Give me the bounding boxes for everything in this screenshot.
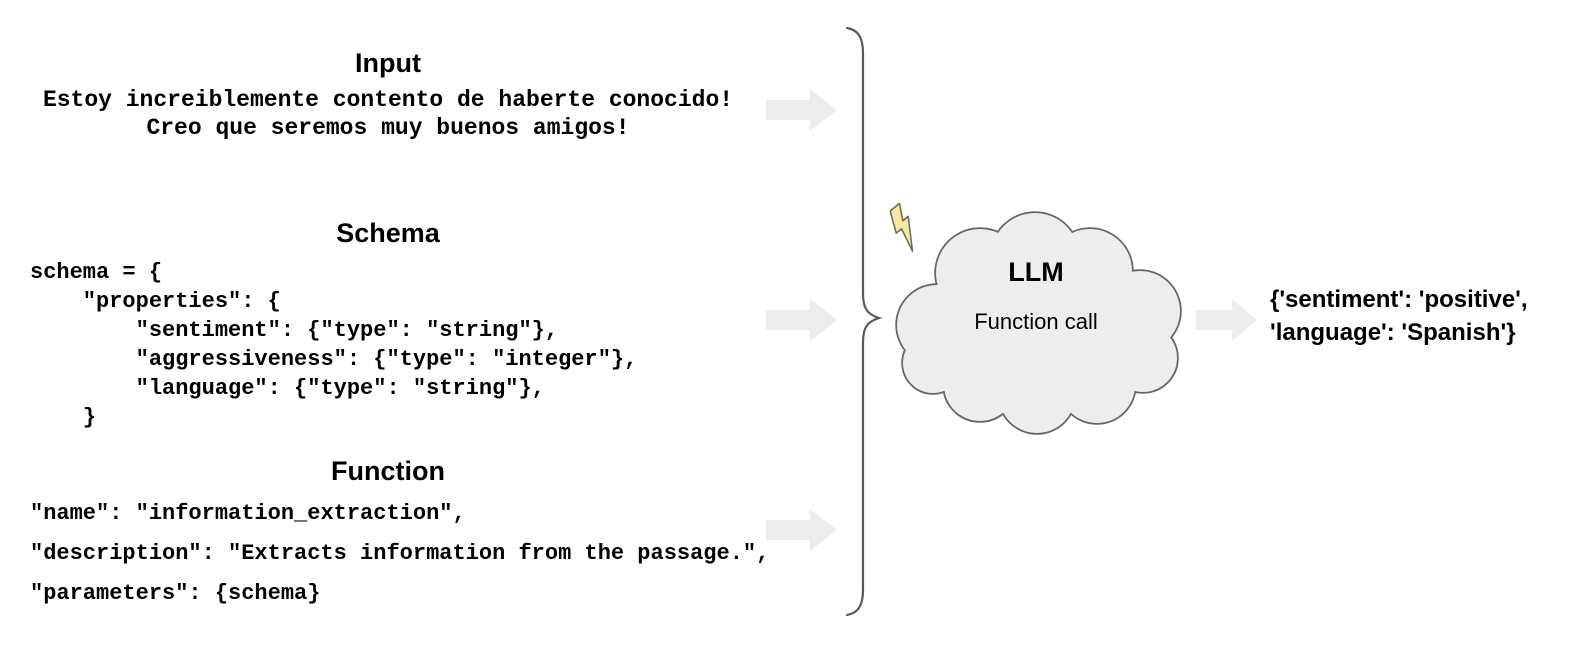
function-code-line: "name": "information_extraction", <box>30 501 466 526</box>
input-section: Input Estoy increiblemente contento de h… <box>18 46 758 142</box>
schema-code-line: schema = { <box>30 260 163 285</box>
input-text-block: Estoy increiblemente contento de haberte… <box>18 86 758 142</box>
input-section-title: Input <box>355 48 421 78</box>
lightning-bolt-icon <box>889 203 914 252</box>
llm-label: LLM <box>1008 257 1064 287</box>
function-section-title: Function <box>331 456 445 486</box>
input-to-llm-arrow-icon <box>766 89 837 131</box>
function-code-line: "description": "Extracts information fro… <box>30 541 770 566</box>
schema-code-line: "properties": { <box>30 289 281 314</box>
input-text-line: Estoy increiblemente contento de haberte… <box>42 87 734 113</box>
function-call-label: Function call <box>974 309 1098 334</box>
cloud-shape <box>895 211 1182 435</box>
output-result-line: 'language': 'Spanish'} <box>1270 319 1516 346</box>
llm-to-output-arrow-icon <box>1196 299 1257 341</box>
schema-code-line: "sentiment": {"type": "string"}, <box>30 318 559 343</box>
schema-code-line: "language": {"type": "string"}, <box>30 376 545 401</box>
schema-section-title: Schema <box>336 218 440 248</box>
function-section: Function "name": "information_extraction… <box>18 454 770 614</box>
llm-cloud: LLM Function call <box>885 203 1187 435</box>
schema-code-block: schema = { "properties": { "sentiment": … <box>18 258 758 432</box>
input-text-line: Creo que seremos muy buenos amigos! <box>146 115 630 141</box>
function-to-llm-arrow-icon <box>766 509 837 551</box>
function-code-block: "name": "information_extraction", "descr… <box>18 494 770 614</box>
output-result: {'sentiment': 'positive', 'language': 'S… <box>1270 283 1528 349</box>
output-result-line: {'sentiment': 'positive', <box>1270 286 1528 313</box>
schema-to-llm-arrow-icon <box>766 299 837 341</box>
schema-code-line: } <box>30 405 97 430</box>
schema-section: Schema schema = { "properties": { "senti… <box>18 216 758 432</box>
schema-code-line: "aggressiveness": {"type": "integer"}, <box>30 347 638 372</box>
function-code-line: "parameters": {schema} <box>30 581 321 606</box>
grouping-brace <box>845 26 883 617</box>
